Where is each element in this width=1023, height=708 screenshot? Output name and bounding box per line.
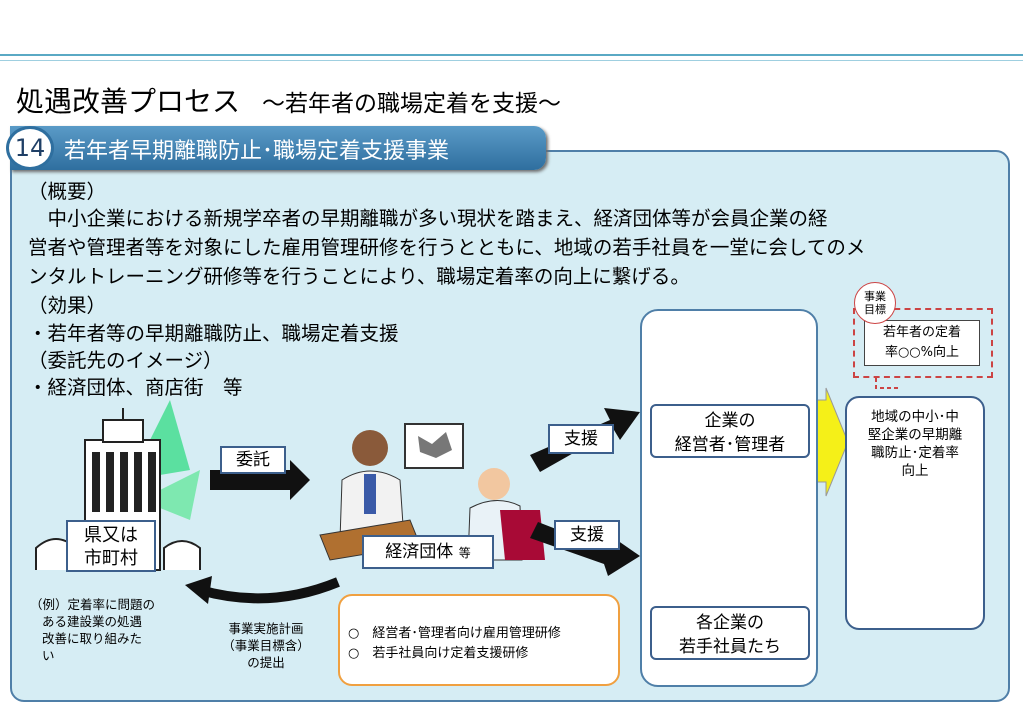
prefecture-line-1: 県又は: [84, 525, 138, 546]
header-rule: [0, 54, 1023, 56]
goal-badge: 事業 目標: [854, 282, 896, 324]
page-title: 処遇改善プロセス～若年者の職場定着を支援～: [16, 85, 562, 118]
managers-line-1: 企業の: [704, 411, 756, 431]
plan-note: 事業実施計画 （事業目標含） の提出: [214, 620, 318, 671]
plan-return-arrowhead: [185, 576, 212, 604]
young-staff-line-1: 各企業の: [696, 613, 764, 633]
managers-line-2: 経営者･管理者: [674, 435, 786, 455]
goal-badge-line-1: 事業: [864, 290, 886, 303]
overview-line-1: 中小企業における新規学卒者の早期離職が多い現状を踏まえ、経済団体等が会員企業の経: [28, 207, 828, 230]
result-line-2: 堅企業の早期離: [867, 427, 963, 443]
result-arrow: [815, 387, 849, 497]
economic-group-suffix: 等: [458, 546, 471, 560]
goal-line-2: 率○○%向上: [884, 345, 960, 360]
entrust-label: 委託: [220, 446, 286, 474]
ray-shape: [140, 470, 200, 520]
contractor-item: ・経済団体、商店街 等: [28, 376, 243, 399]
training-item-1: ○ 経営者･管理者向け雇用管理研修: [348, 626, 561, 641]
young-staff-line-2: 若手社員たち: [679, 637, 781, 657]
economic-group-label: 経済団体: [385, 542, 454, 562]
goal-box: 若年者の定着 率○○%向上: [864, 320, 980, 366]
plan-line-3: の提出: [247, 655, 285, 670]
young-staff-box: 各企業の 若手社員たち: [650, 606, 810, 660]
goal-box-outline: [853, 308, 993, 378]
result-box: 地域の中小･中 堅企業の早期離 職防止･定着率 向上: [845, 396, 985, 630]
prefecture-line-2: 市町村: [84, 548, 138, 569]
overview-line-3: ンタルトレーニング研修等を行うことにより、職場定着率の向上に繋げる。: [28, 265, 690, 288]
training-item-2: ○ 若手社員向け定着支援研修: [348, 646, 529, 661]
plan-line-1: 事業実施計画: [228, 621, 304, 636]
section-number: 14: [6, 126, 54, 170]
example-line-2: ある建設業の処遇: [42, 614, 143, 629]
effect-heading: （効果）: [28, 294, 107, 317]
overview-line-2: 営者や管理者等を対象にした雇用管理研修を行うとともに、地域の若手社員を一堂に会し…: [28, 236, 866, 259]
section-banner: [10, 126, 546, 170]
prefecture-box: 県又は 市町村: [66, 520, 156, 572]
result-line-1: 地域の中小･中: [871, 409, 959, 425]
result-line-3: 職防止･定着率: [871, 445, 959, 461]
support-label-2: 支援: [554, 520, 620, 550]
support-label-1: 支援: [548, 424, 614, 454]
example-line-1: （例）定着率に問題の: [30, 597, 156, 612]
example-note: （例）定着率に問題の ある建設業の処遇 改善に取り組みた い: [30, 596, 190, 664]
contractor-heading: （委託先のイメージ）: [28, 349, 223, 372]
section-title: 若年者早期離職防止･職場定着支援事業: [64, 139, 450, 164]
managers-box: 企業の 経営者･管理者: [650, 404, 810, 458]
effect-item: ・若年者等の早期離職防止、職場定着支援: [28, 322, 399, 345]
goal-line-1: 若年者の定着: [882, 325, 961, 340]
goal-badge-line-2: 目標: [864, 303, 886, 316]
example-line-4: い: [42, 648, 55, 663]
goal-connector: [875, 378, 900, 389]
result-line-4: 向上: [901, 463, 929, 479]
overview-heading: （概要）: [28, 180, 107, 203]
plan-return-arrow: [198, 577, 340, 604]
economic-group-box: 経済団体 等: [362, 535, 494, 569]
trainings-callout: ○ 経営者･管理者向け雇用管理研修 ○ 若手社員向け定着支援研修: [338, 594, 620, 686]
plan-line-2: （事業目標含）: [222, 638, 310, 653]
header-rule-thin: [0, 60, 1023, 61]
page-subtitle: ～若年者の職場定着を支援～: [262, 91, 562, 117]
example-line-3: 改善に取り組みた: [42, 631, 143, 646]
